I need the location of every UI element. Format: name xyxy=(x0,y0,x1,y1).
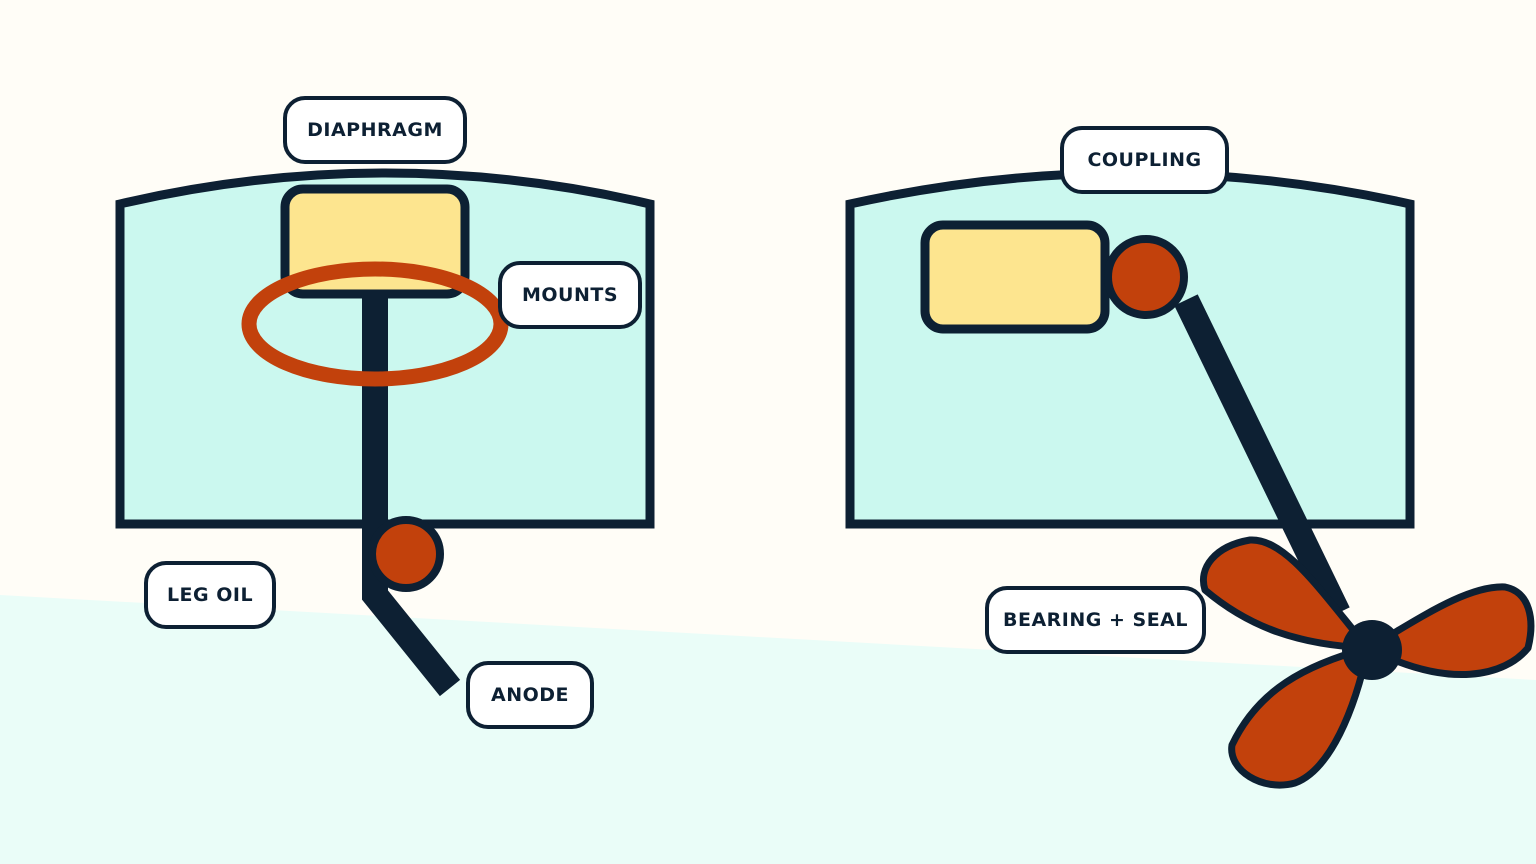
left-drive-shaft xyxy=(362,294,461,697)
label-leg-oil: LEG OIL xyxy=(144,561,276,629)
propeller xyxy=(1200,536,1535,789)
right-engine-block xyxy=(920,220,1110,334)
left-panel xyxy=(115,168,655,697)
propeller-blade-lower xyxy=(1228,644,1372,789)
label-diaphragm: DIAPHRAGM xyxy=(283,96,467,164)
coupling-joint-circle xyxy=(1104,235,1188,319)
label-mounts: MOUNTS xyxy=(498,261,642,329)
anode-circle xyxy=(368,516,444,592)
propeller-hub xyxy=(1342,620,1402,680)
label-anode: ANODE xyxy=(466,661,594,729)
propeller-blade-upper xyxy=(1200,536,1372,652)
mounts-ring xyxy=(241,261,509,387)
water-surface-band xyxy=(0,595,1536,864)
label-bearing-seal: BEARING + SEAL xyxy=(985,586,1206,654)
propeller-blade-right xyxy=(1364,583,1535,678)
label-coupling: COUPLING xyxy=(1060,126,1229,194)
right-drive-shaft xyxy=(1174,294,1350,619)
right-panel xyxy=(845,168,1535,789)
